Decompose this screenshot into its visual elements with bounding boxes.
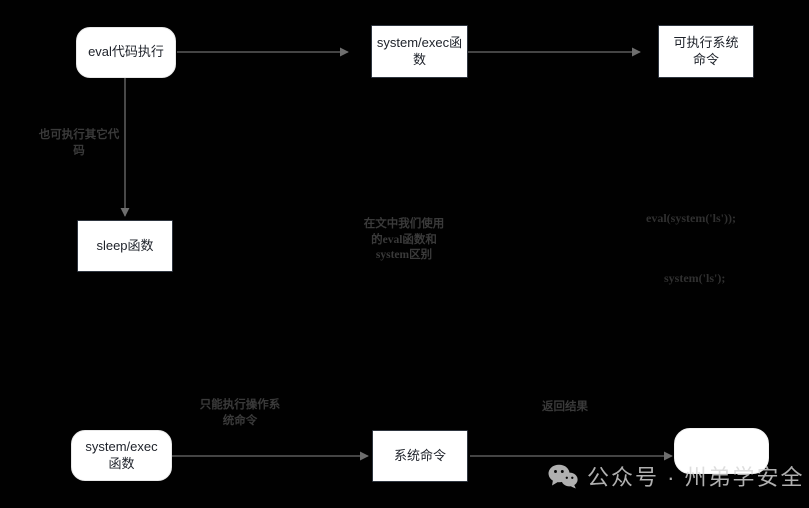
node-system-command[interactable]: 系统命令 [372,430,468,482]
node-executable-system-command[interactable]: 可执行系统 命令 [658,25,754,78]
code-note-system-ls: system('ls'); [664,271,726,285]
wechat-icon [548,464,578,489]
edge-label-only-os-command: 只能执行操作系 统命令 [199,399,281,427]
edge-label-return-result: 返回结果 [542,401,588,413]
watermark: 公众号 · 州弟学安全 [548,460,805,492]
node-sleep-function[interactable]: sleep函数 [77,220,173,272]
code-note-eval-system-ls: eval(system('ls')); [646,211,736,225]
watermark-text: 公众号 · 州弟学安全 [587,465,805,490]
edge-label-also-other-code: 也可执行其它代 码 [38,129,120,157]
node-eval-code-exec[interactable]: eval代码执行 [76,27,176,78]
note-article-eval-vs-system: 在文中我们使用 的eval函数和 system区别 [363,218,445,262]
node-system-exec-function-bottom[interactable]: system/exec 函数 [71,430,172,481]
node-result-blank[interactable] [674,428,769,474]
node-system-exec-function-top[interactable]: system/exec函数 [371,25,468,78]
